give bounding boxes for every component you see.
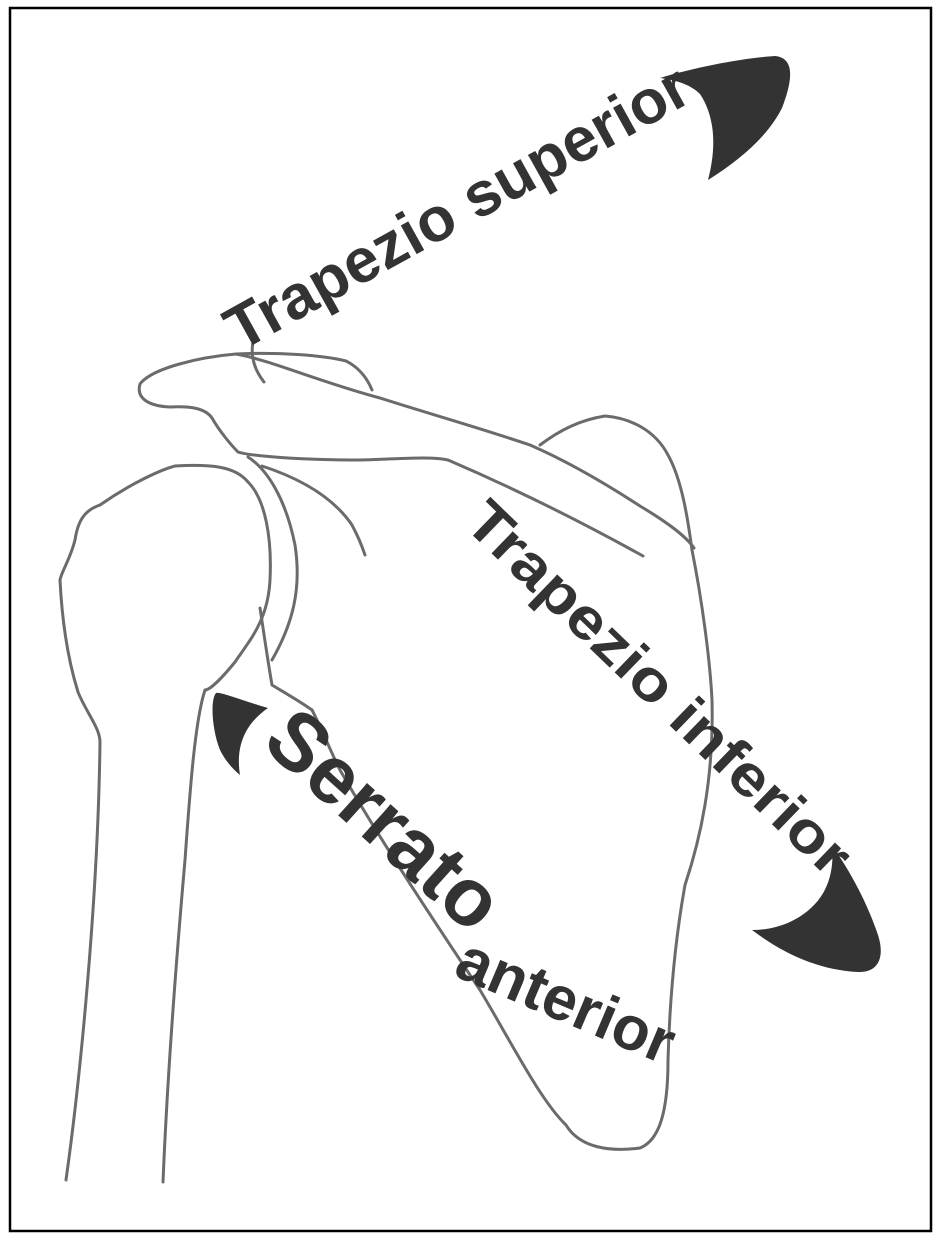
humeral-head: [98, 463, 272, 692]
figure-frame: [8, 6, 933, 1233]
scapula-superior-angle: [538, 414, 694, 552]
upper-trapezius-arrow-icon: [660, 56, 791, 180]
acromion-upper-edge: [234, 352, 532, 447]
scapular-spine: [236, 450, 645, 558]
spine-lower-edge: [528, 443, 696, 550]
humerus-lateral: [58, 503, 102, 1182]
shoulder-outline-drawing: [58, 340, 714, 1184]
serratus-arrow-icon: [212, 692, 268, 775]
humerus-medial: [161, 688, 207, 1184]
neck-curve: [260, 464, 367, 557]
acromion-outline: [137, 351, 374, 454]
coracoid-outline: [250, 340, 266, 384]
scapula-lateral-border: [258, 606, 314, 712]
glenoid-outline: [246, 455, 299, 662]
lower-trapezius-arrow-icon: [752, 846, 881, 973]
scapula-medial-border: [310, 548, 714, 1151]
